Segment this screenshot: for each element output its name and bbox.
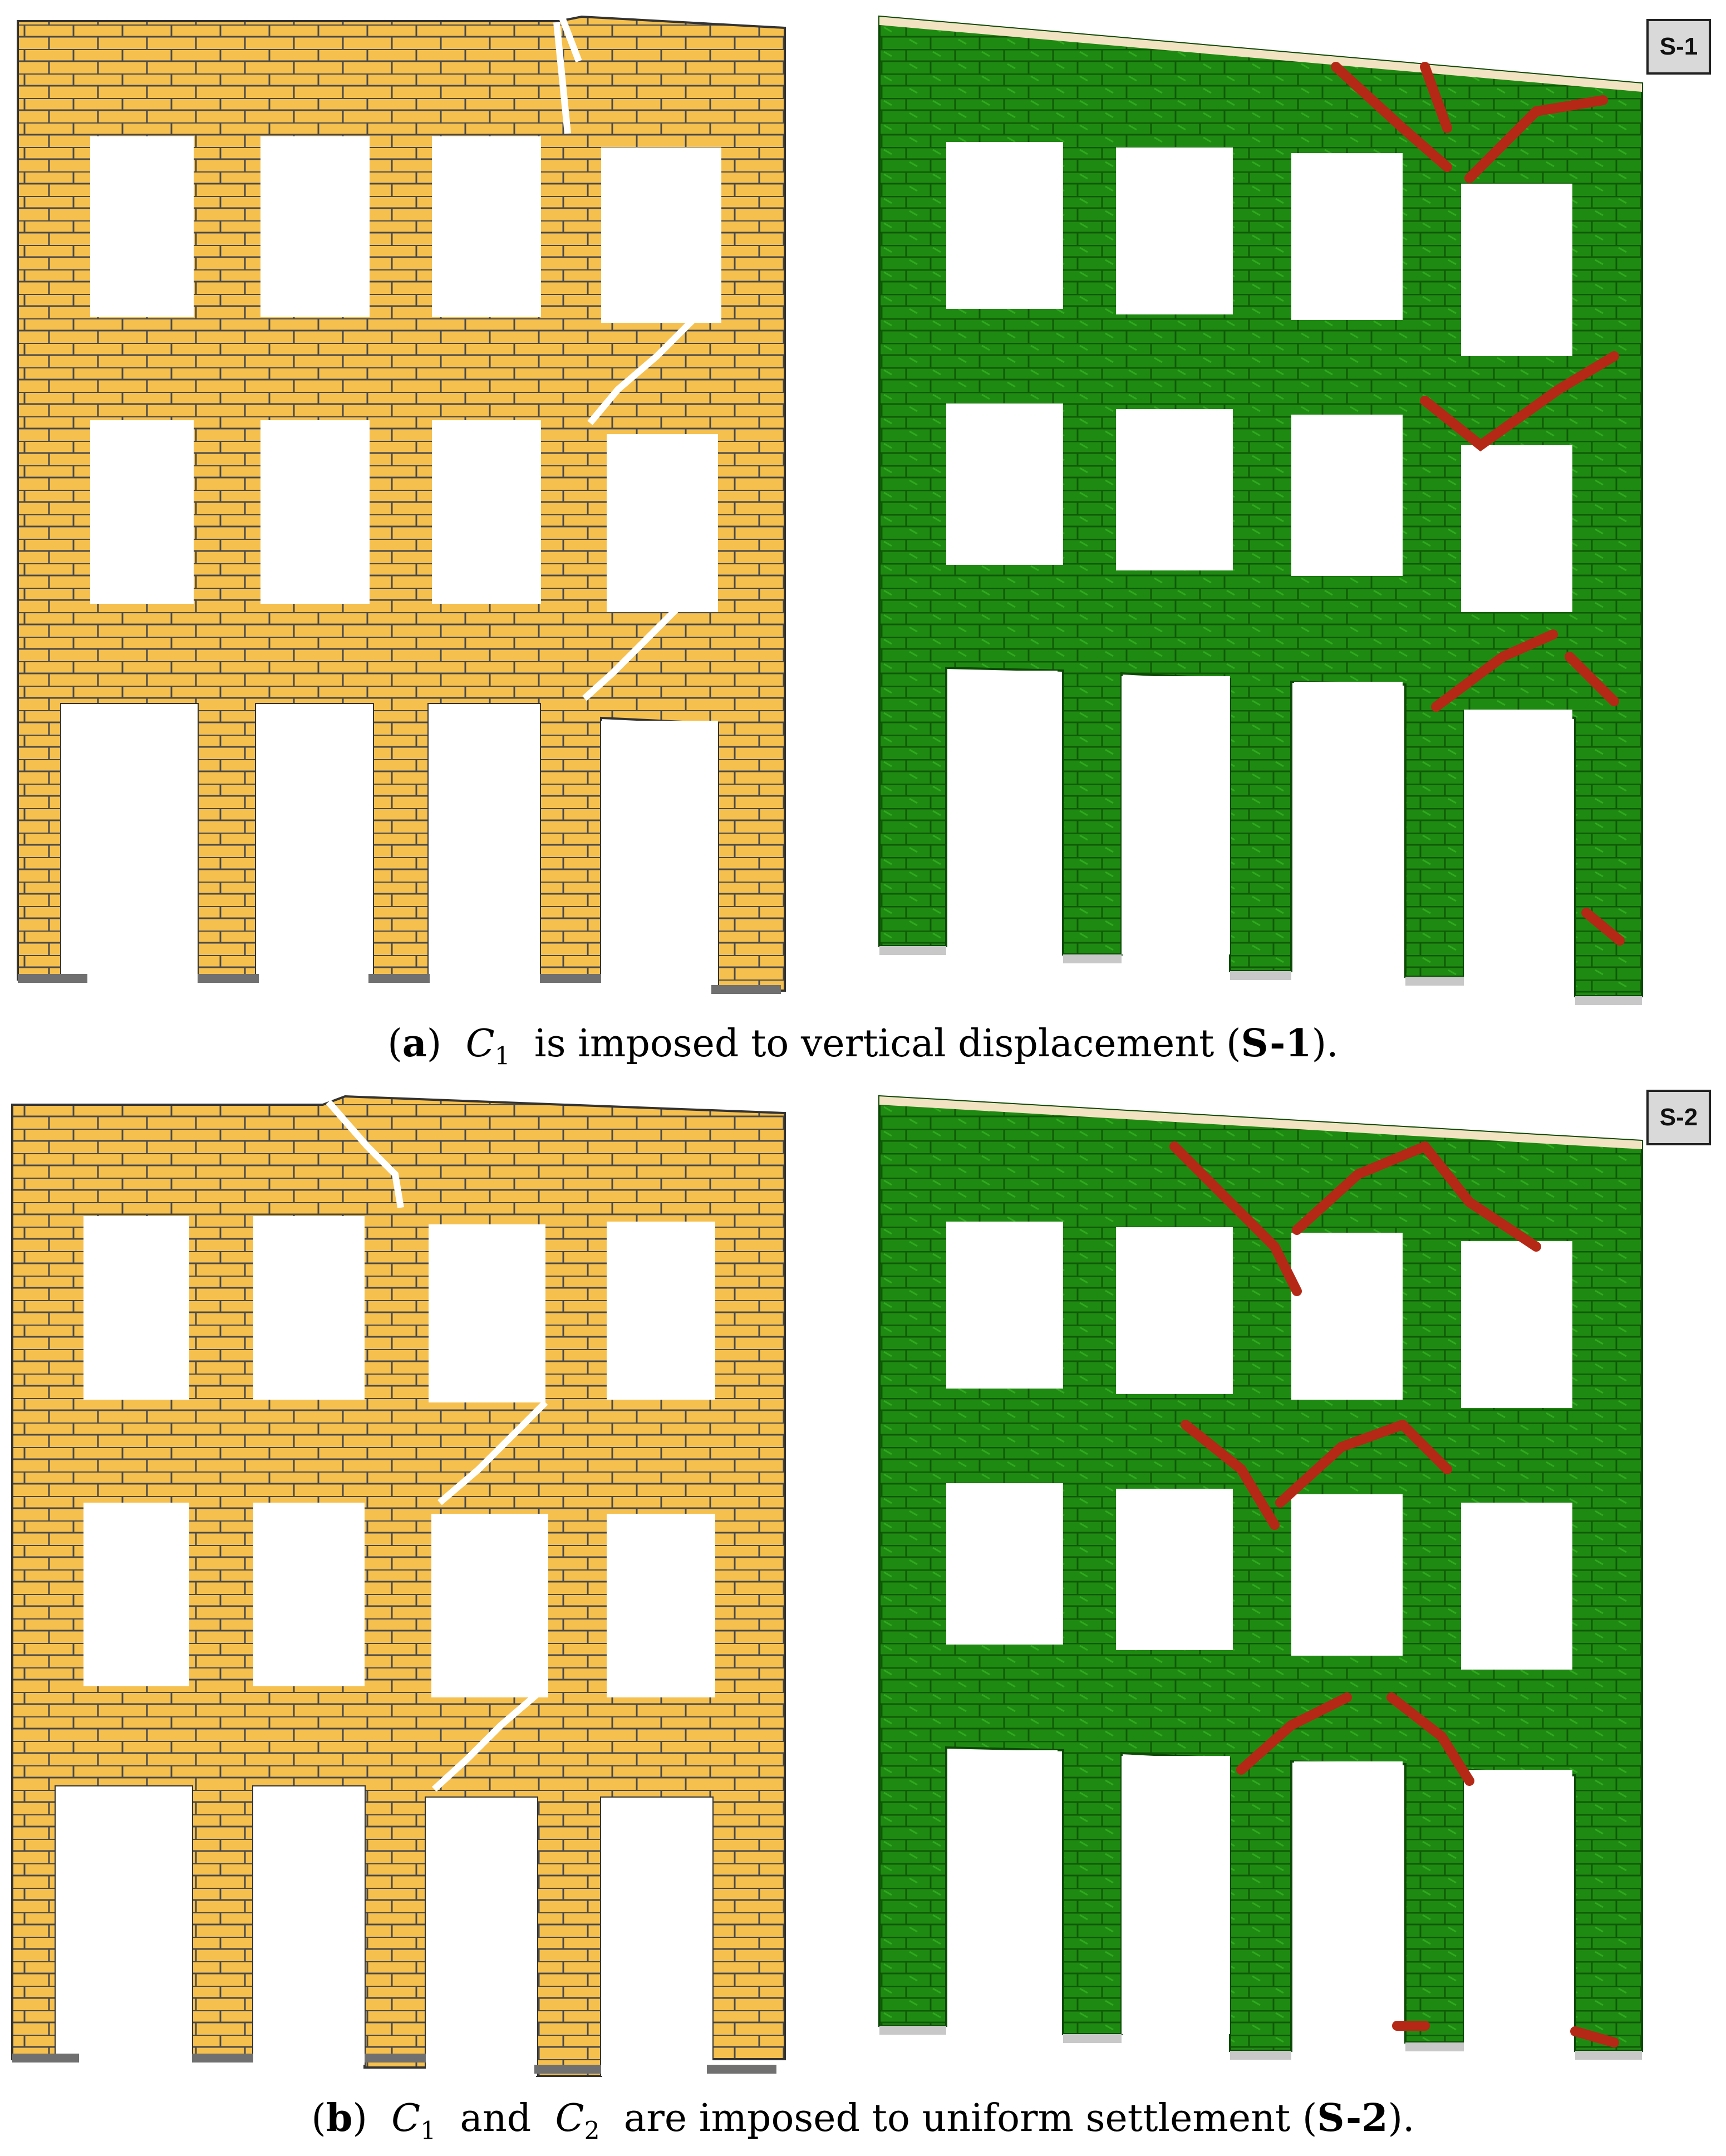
- caption-b-var1-symbol: C: [391, 2096, 421, 2140]
- panel-a-drawing: [17, 15, 1643, 1005]
- caption-b-letter: b: [326, 2096, 353, 2140]
- damage-model-view: [878, 15, 1643, 1005]
- caption-b-var2-sub: 2: [584, 2116, 600, 2145]
- caption-b-text: are imposed to uniform settlement (: [623, 2096, 1317, 2140]
- caption-a-var-sub: 1: [494, 1042, 510, 1071]
- caption-a-letter: a: [402, 1021, 427, 1066]
- panel-a: S-1 (a) C1 is imposed to vertical displa…: [17, 15, 1711, 1071]
- caption-b: (b) C1 and C2 are imposed to uniform set…: [311, 2096, 1415, 2145]
- caption-a-text: is imposed to vertical displacement (: [534, 1022, 1241, 1066]
- panel-b: S-2 (b) C1 and C2 are imposed to uniform…: [0, 1080, 1726, 2156]
- caption-a-tag: S-1: [1241, 1021, 1312, 1066]
- caption-b-tag: S-2: [1317, 2096, 1388, 2140]
- caption-b-var1-sub: 1: [420, 2116, 436, 2145]
- caption-b-var2-symbol: C: [555, 2096, 584, 2140]
- scenario-badge-s1: S-1: [1646, 19, 1711, 75]
- damage-cracks: [1331, 62, 1625, 946]
- caption-a: (a) C1 is imposed to vertical displaceme…: [387, 1021, 1339, 1071]
- damage-cracks-s2: [1169, 1141, 1619, 2047]
- scenario-badge-s2: S-2: [1646, 1090, 1711, 1145]
- caption-a-end: ).: [1311, 1022, 1339, 1066]
- damage-model-view-s2: [878, 1095, 1643, 2060]
- support-left: [18, 974, 87, 983]
- panel-b-drawing: [11, 1095, 1643, 2077]
- masonry-wall-deformed-s2: [11, 1095, 786, 2077]
- caption-b-end: ).: [1388, 2096, 1415, 2140]
- caption-a-var-symbol: C: [465, 1022, 495, 1066]
- caption-b-conj: and: [460, 2096, 532, 2140]
- masonry-wall-deformed: [17, 15, 786, 994]
